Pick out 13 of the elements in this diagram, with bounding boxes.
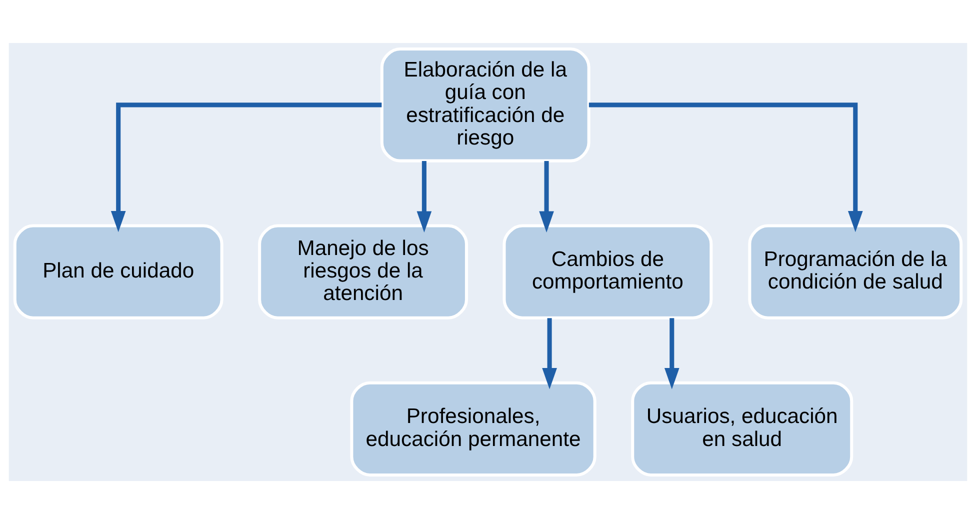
node-box: Plan de cuidado — [13, 224, 224, 319]
node-box: Programación de la condición de salud — [748, 224, 963, 319]
node-box: Cambios de comportamiento — [502, 224, 713, 319]
node-box: Profesionales, educación permanente — [350, 380, 596, 476]
arrow — [416, 160, 432, 232]
arrow — [664, 318, 680, 389]
arrow — [539, 160, 554, 232]
node-box: Elaboración de la guía con estratificación de riesgo — [380, 47, 590, 162]
node-box: Usuarios, educación en salud — [631, 380, 854, 476]
node-box: Manejo de los riesgos de la atención — [258, 224, 468, 319]
arrow — [588, 102, 863, 232]
arrow — [110, 102, 382, 232]
arrow — [542, 318, 557, 389]
